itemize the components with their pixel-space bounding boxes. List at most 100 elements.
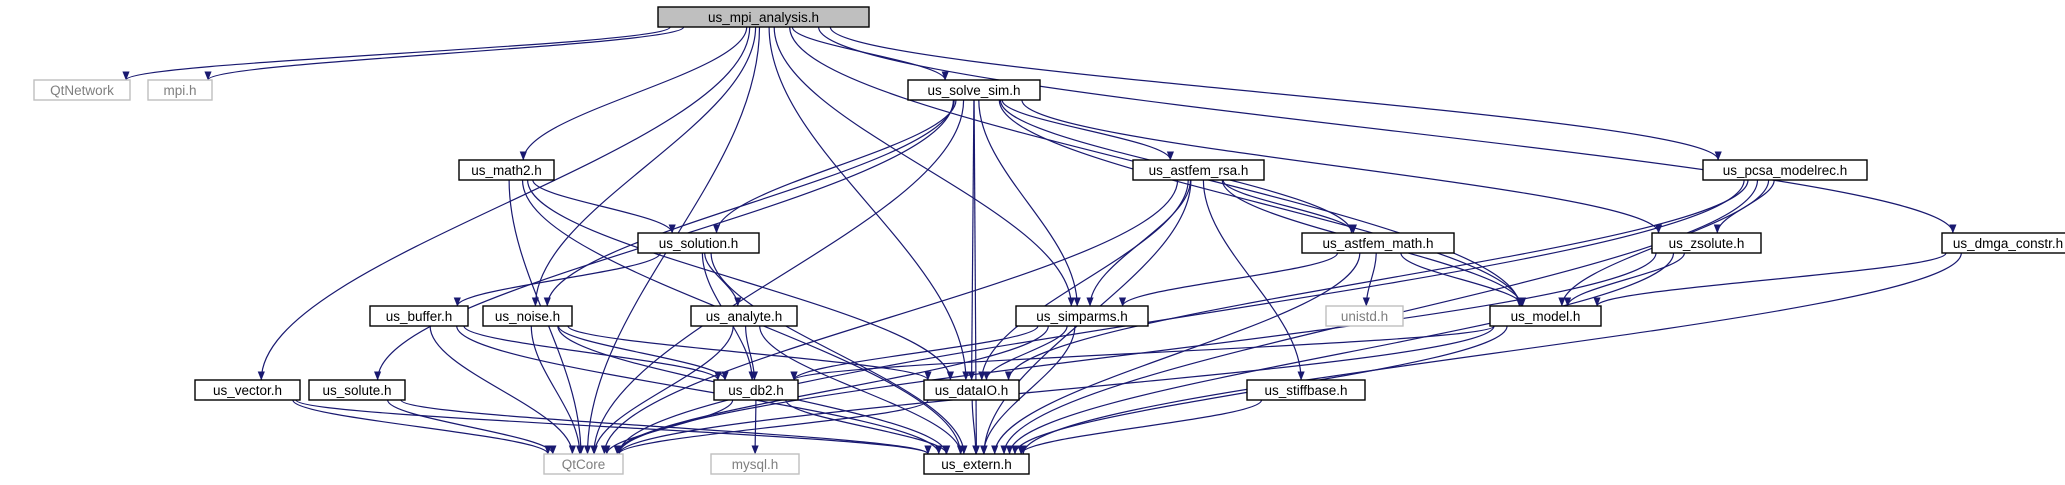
node-dmga-constr[interactable]: us_dmga_constr.h — [1941, 232, 2065, 254]
edge-dmga_constr-to-extern — [1019, 252, 1962, 455]
node-label-qtnetwork: QtNetwork — [50, 83, 114, 98]
node-noise[interactable]: us_noise.h — [482, 305, 573, 327]
node-box-model — [1489, 305, 1602, 327]
node-box-pcsa-modelrec — [1702, 159, 1868, 181]
node-pcsa-modelrec[interactable]: us_pcsa_modelrec.h — [1702, 159, 1868, 181]
node-box-db2 — [713, 379, 799, 401]
node-box-extern — [923, 453, 1030, 475]
node-box-stiffbase — [1246, 379, 1366, 401]
edge-stiffbase-to-extern — [1017, 399, 1263, 455]
edge-solve_sim-to-solution — [712, 99, 957, 234]
node-qtnetwork[interactable]: QtNetwork — [33, 79, 131, 101]
edge-noise-to-dataio — [567, 325, 932, 381]
node-label-root: us_mpi_analysis.h — [708, 10, 819, 25]
node-mpi[interactable]: mpi.h — [147, 79, 213, 101]
node-label-astfem-math: us_astfem_math.h — [1322, 236, 1433, 251]
node-label-mpi: mpi.h — [163, 83, 196, 98]
edge-solution-to-buffer — [453, 252, 661, 307]
edge-root-to-simparms — [773, 26, 1075, 307]
edge-astfem_rsa-to-qtcore — [600, 179, 1179, 455]
edge-noise-to-qtcore — [530, 325, 584, 455]
node-model[interactable]: us_model.h — [1489, 305, 1602, 327]
edge-astfem_math-to-extern — [991, 252, 1361, 455]
node-box-noise — [482, 305, 573, 327]
node-label-noise: us_noise.h — [495, 309, 560, 324]
node-box-solute — [308, 379, 406, 401]
edge-simparms-to-db2 — [790, 325, 1039, 381]
node-box-buffer — [369, 305, 469, 327]
node-label-buffer: us_buffer.h — [386, 309, 453, 324]
node-box-mpi — [147, 79, 213, 101]
edge-pcsa_modelrec-to-dataio — [1004, 179, 1749, 381]
edge-solve_sim-to-zsolute — [1021, 99, 1663, 234]
node-label-mysql: mysql.h — [732, 457, 779, 472]
node-buffer[interactable]: us_buffer.h — [369, 305, 469, 327]
edge-root-to-noise — [531, 26, 757, 307]
node-box-root — [657, 6, 870, 28]
node-label-solute: us_solute.h — [322, 383, 391, 398]
node-analyte[interactable]: us_analyte.h — [690, 305, 798, 327]
node-box-zsolute — [1651, 232, 1762, 254]
node-root[interactable]: us_mpi_analysis.h — [657, 6, 870, 28]
edge-solve_sim-to-astfem_rsa — [1001, 99, 1174, 161]
node-zsolute[interactable]: us_zsolute.h — [1651, 232, 1762, 254]
edge-solve_sim-to-model — [998, 99, 1524, 307]
edge-solve_sim-to-qtcore — [590, 99, 965, 455]
node-astfem-math[interactable]: us_astfem_math.h — [1301, 232, 1455, 254]
node-box-qtcore — [543, 453, 624, 475]
edge-db2-to-extern — [785, 399, 951, 455]
edge-root-to-vector — [257, 26, 751, 381]
node-mysql[interactable]: mysql.h — [710, 453, 800, 475]
node-box-astfem-math — [1301, 232, 1455, 254]
node-box-dmga-constr — [1941, 232, 2065, 254]
node-vector[interactable]: us_vector.h — [194, 379, 301, 401]
edge-zsolute-to-extern — [1005, 252, 1675, 455]
edge-solute-to-extern — [400, 399, 932, 455]
edge-solve_sim-to-noise — [543, 99, 955, 307]
edge-solute-to-qtcore — [387, 399, 557, 455]
node-solve-sim[interactable]: us_solve_sim.h — [907, 79, 1041, 101]
node-label-math2: us_math2.h — [471, 163, 542, 178]
edge-astfem_math-to-simparms — [1118, 252, 1339, 307]
node-label-unistd: unistd.h — [1341, 309, 1388, 324]
edge-root-to-qtnetwork — [122, 26, 671, 81]
node-simparms[interactable]: us_simparms.h — [1015, 305, 1149, 327]
node-label-dataio: us_dataIO.h — [935, 383, 1009, 398]
node-solute[interactable]: us_solute.h — [308, 379, 406, 401]
edge-buffer-to-extern — [456, 325, 943, 455]
edge-buffer-to-qtcore — [429, 325, 576, 455]
node-box-vector — [194, 379, 301, 401]
edge-model-to-db2 — [790, 325, 1495, 381]
node-label-model: us_model.h — [1511, 309, 1581, 324]
node-box-math2 — [458, 159, 555, 181]
edge-pcsa_modelrec-to-qtcore — [615, 179, 1745, 455]
node-label-stiffbase: us_stiffbase.h — [1264, 383, 1347, 398]
edge-dmga_constr-to-model — [1593, 252, 1947, 307]
node-label-dmga-constr: us_dmga_constr.h — [1953, 236, 2063, 251]
node-label-solve-sim: us_solve_sim.h — [927, 83, 1020, 98]
edge-analyte-to-db2 — [745, 325, 758, 381]
edge-simparms-to-dataio — [982, 325, 1068, 381]
edge-vector-to-qtcore — [292, 399, 552, 455]
node-solution[interactable]: us_solution.h — [637, 232, 760, 254]
edge-solve_sim-to-extern — [972, 99, 980, 455]
edge-dataio-to-extern — [971, 399, 980, 455]
edge-dataio-to-qtcore — [615, 399, 929, 455]
edge-astfem_rsa-to-stiffbase — [1202, 179, 1305, 381]
node-box-solution — [637, 232, 760, 254]
node-qtcore[interactable]: QtCore — [543, 453, 624, 475]
node-math2[interactable]: us_math2.h — [458, 159, 555, 181]
node-dataio[interactable]: us_dataIO.h — [923, 379, 1020, 401]
edge-vector-to-extern — [295, 399, 932, 455]
node-label-solution: us_solution.h — [659, 236, 739, 251]
node-label-pcsa-modelrec: us_pcsa_modelrec.h — [1723, 163, 1848, 178]
node-extern[interactable]: us_extern.h — [923, 453, 1030, 475]
edge-db2-to-qtcore — [603, 399, 734, 455]
node-unistd[interactable]: unistd.h — [1325, 305, 1404, 327]
node-label-astfem-rsa: us_astfem_rsa.h — [1149, 163, 1249, 178]
node-db2[interactable]: us_db2.h — [713, 379, 799, 401]
node-astfem-rsa[interactable]: us_astfem_rsa.h — [1132, 159, 1265, 181]
node-box-unistd — [1325, 305, 1404, 327]
node-stiffbase[interactable]: us_stiffbase.h — [1246, 379, 1366, 401]
